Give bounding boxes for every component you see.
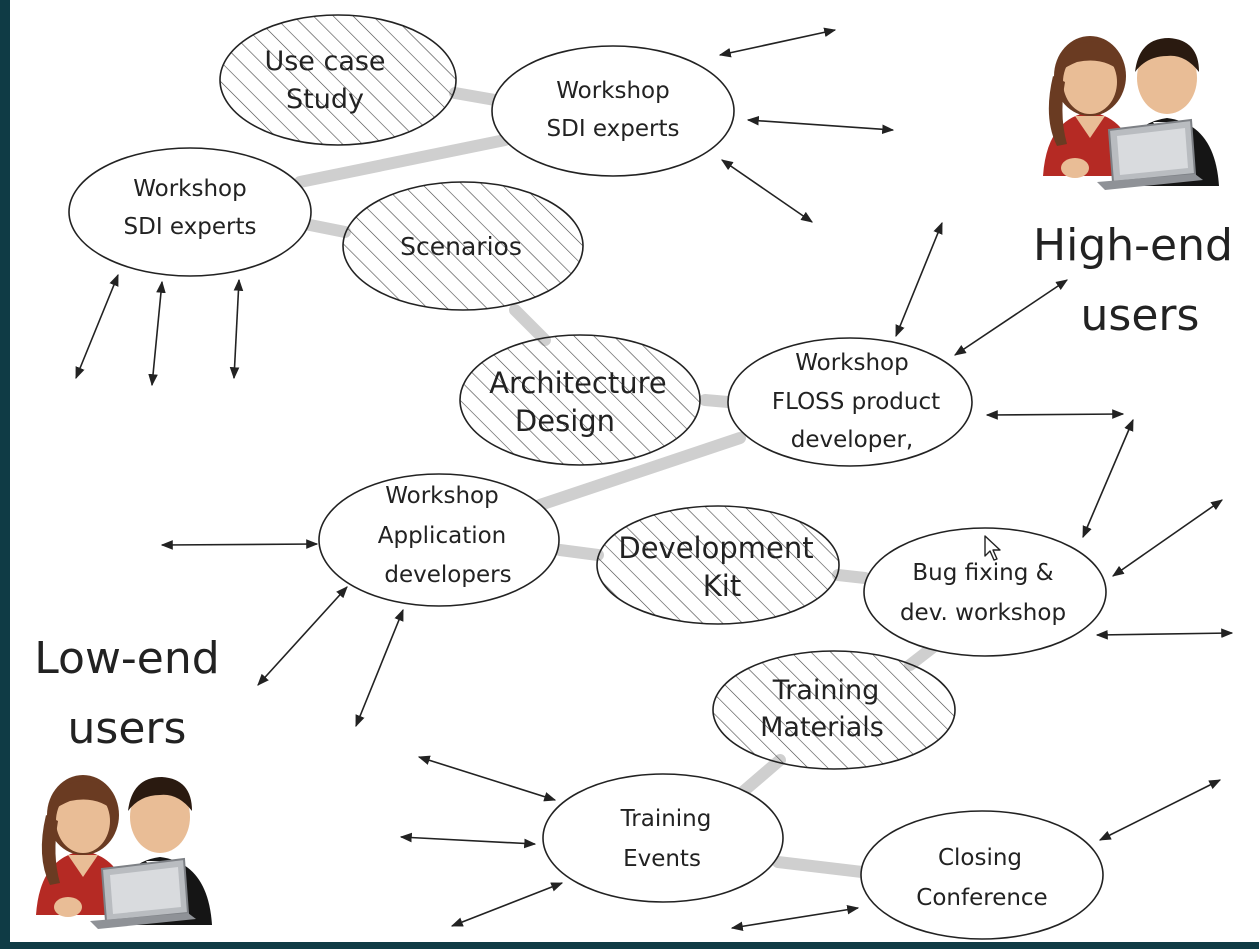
node-workshop-sdi-left-line-2: SDI experts [124,214,257,240]
node-workshop-app-dev-line-1: Workshop [385,483,498,509]
node-architecture-design-line-2: Design [515,404,615,438]
node-closing-conference-line-2: Conference [916,885,1047,911]
node-bug-fixing-line-2: dev. workshop [900,600,1066,626]
node-use-case-study-line-1: Use case [264,46,385,77]
arrows [75,27,1234,932]
node-bug-fixing: Bug fixing & dev. workshop [863,527,1107,657]
node-training-events-line-1: Training [620,806,712,832]
node-workshop-sdi-left-line-1: Workshop [133,176,246,202]
node-closing-conference-line-1: Closing [938,845,1022,871]
node-development-kit-line-2: Kit [703,569,741,603]
label-high-end-users-line-2: users [1081,290,1200,341]
node-workshop-sdi-top-line-1: Workshop [556,78,669,104]
node-development-kit-line-1: Development [618,531,813,565]
node-use-case-study-line-2: Study [286,84,364,115]
node-training-materials-line-2: Materials [760,712,884,743]
node-scenarios-line-1: Scenarios [400,232,522,261]
connectors [294,87,938,878]
node-architecture-design-line-1: Architecture [489,366,667,400]
label-low-end-users: Low-end users [34,633,219,754]
node-workshop-sdi-top-line-2: SDI experts [547,116,680,142]
label-low-end-users-line-2: users [68,703,187,754]
svg-text:Bug fixing &dev. workshop: Bug fixing & dev. workshop [900,560,1066,626]
node-training-materials-line-1: Training [772,675,880,706]
node-workshop-app-dev-line-2: Application [378,523,507,549]
label-low-end-users-line-1: Low-end [34,633,219,684]
mouse-cursor-icon [984,535,1001,561]
node-scenarios: Scenarios [342,181,584,311]
node-workshop-floss-line-1: Workshop [795,350,908,376]
node-workshop-floss-line-2: FLOSS product [772,389,940,415]
label-high-end-users-line-1: High-end [1033,220,1233,271]
label-high-end-users: High-end users [1033,220,1233,341]
node-workshop-floss-line-3: developer, [791,427,914,453]
node-workshop-app-dev-line-3: developers [384,562,511,588]
node-bug-fixing-line-1: Bug fixing & [912,560,1053,586]
node-training-events-line-2: Events [623,846,701,872]
